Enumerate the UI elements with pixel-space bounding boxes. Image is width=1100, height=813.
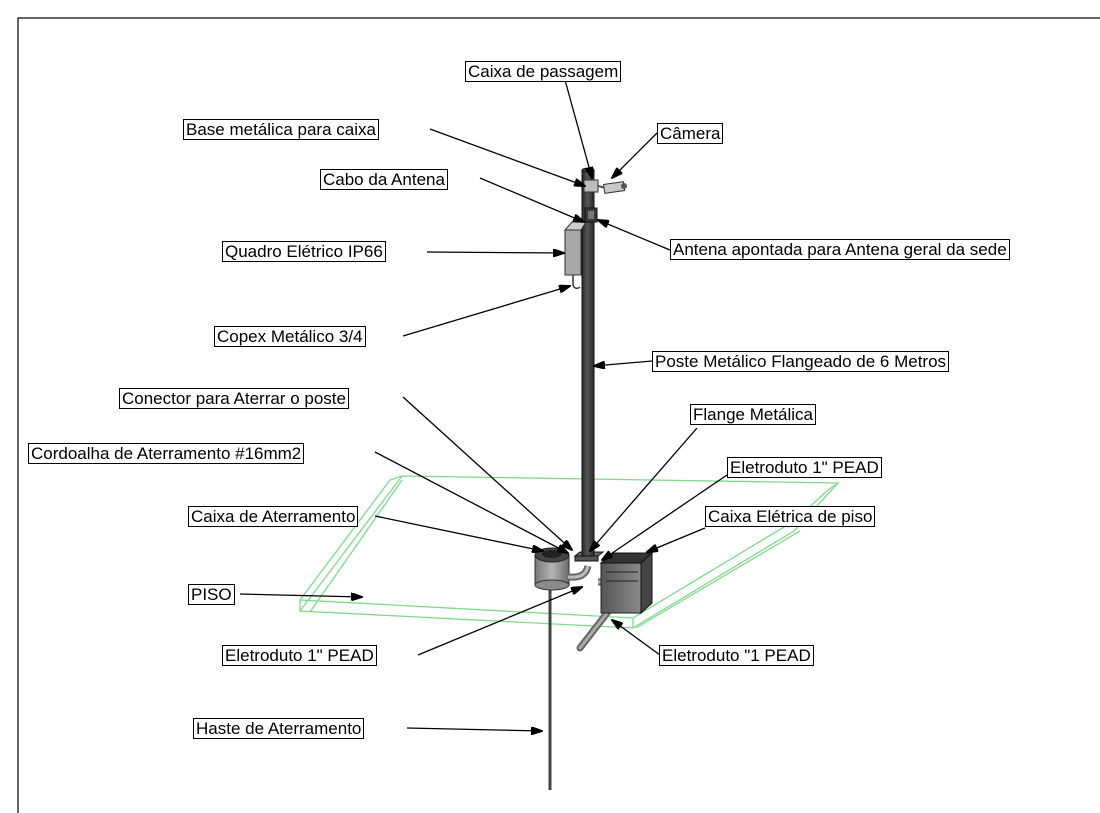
page-border <box>17 17 1100 813</box>
leader-eletroduto-top <box>602 474 728 560</box>
leader-haste <box>406 728 542 731</box>
label-cordoalha: Cordoalha de Aterramento #16mm2 <box>28 443 305 464</box>
leader-conector <box>402 396 572 550</box>
label-eletroduto-top: Eletroduto 1" PEAD <box>727 457 882 478</box>
floor-slab <box>298 475 840 629</box>
leader-base-metalica <box>429 128 585 186</box>
leader-quadro <box>426 252 564 253</box>
junction-box-camera <box>583 179 627 194</box>
leader-poste <box>594 360 653 366</box>
leader-cabo-antena <box>479 177 584 222</box>
leader-caixa-passagem <box>564 79 592 178</box>
label-antena-apontada: Antena apontada para Antena geral da sed… <box>670 239 1010 260</box>
leader-cordoalha <box>374 451 568 553</box>
label-copex-metalico: Copex Metálico 3/4 <box>214 326 366 347</box>
label-flange-metalica: Flange Metálica <box>690 404 817 425</box>
label-conector-aterrar: Conector para Aterrar o poste <box>119 388 349 409</box>
label-haste-aterramento: Haste de Aterramento <box>193 718 365 739</box>
label-caixa-eletrica-piso: Caixa Elétrica de piso <box>705 506 876 527</box>
label-caixa-de-passagem: Caixa de passagem <box>465 61 622 82</box>
leader-caixa-eletrica-piso <box>647 527 706 552</box>
leader-antena <box>598 220 671 251</box>
leader-copex <box>402 286 570 337</box>
leader-flange <box>590 427 698 551</box>
label-piso: PISO <box>188 584 235 605</box>
label-quadro-eletrico: Quadro Elétrico IP66 <box>222 241 386 262</box>
leader-eletroduto-left <box>417 587 582 656</box>
label-base-metalica: Base metálica para caixa <box>183 119 379 140</box>
label-cabo-da-antena: Cabo da Antena <box>320 169 448 190</box>
leader-eletroduto-right <box>612 620 661 656</box>
label-camera: Câmera <box>657 123 724 144</box>
leader-piso <box>239 594 362 597</box>
leader-camera <box>612 132 658 178</box>
label-caixa-aterramento: Caixa de Aterramento <box>188 506 359 527</box>
label-eletroduto-left: Eletroduto 1" PEAD <box>222 645 377 666</box>
floor-electrical-box <box>599 551 654 615</box>
label-eletroduto-right: Eletroduto "1 PEAD <box>659 645 814 666</box>
leader-caixa-aterramento <box>374 515 543 551</box>
label-poste-metalico: Poste Metálico Flangeado de 6 Metros <box>652 351 950 372</box>
